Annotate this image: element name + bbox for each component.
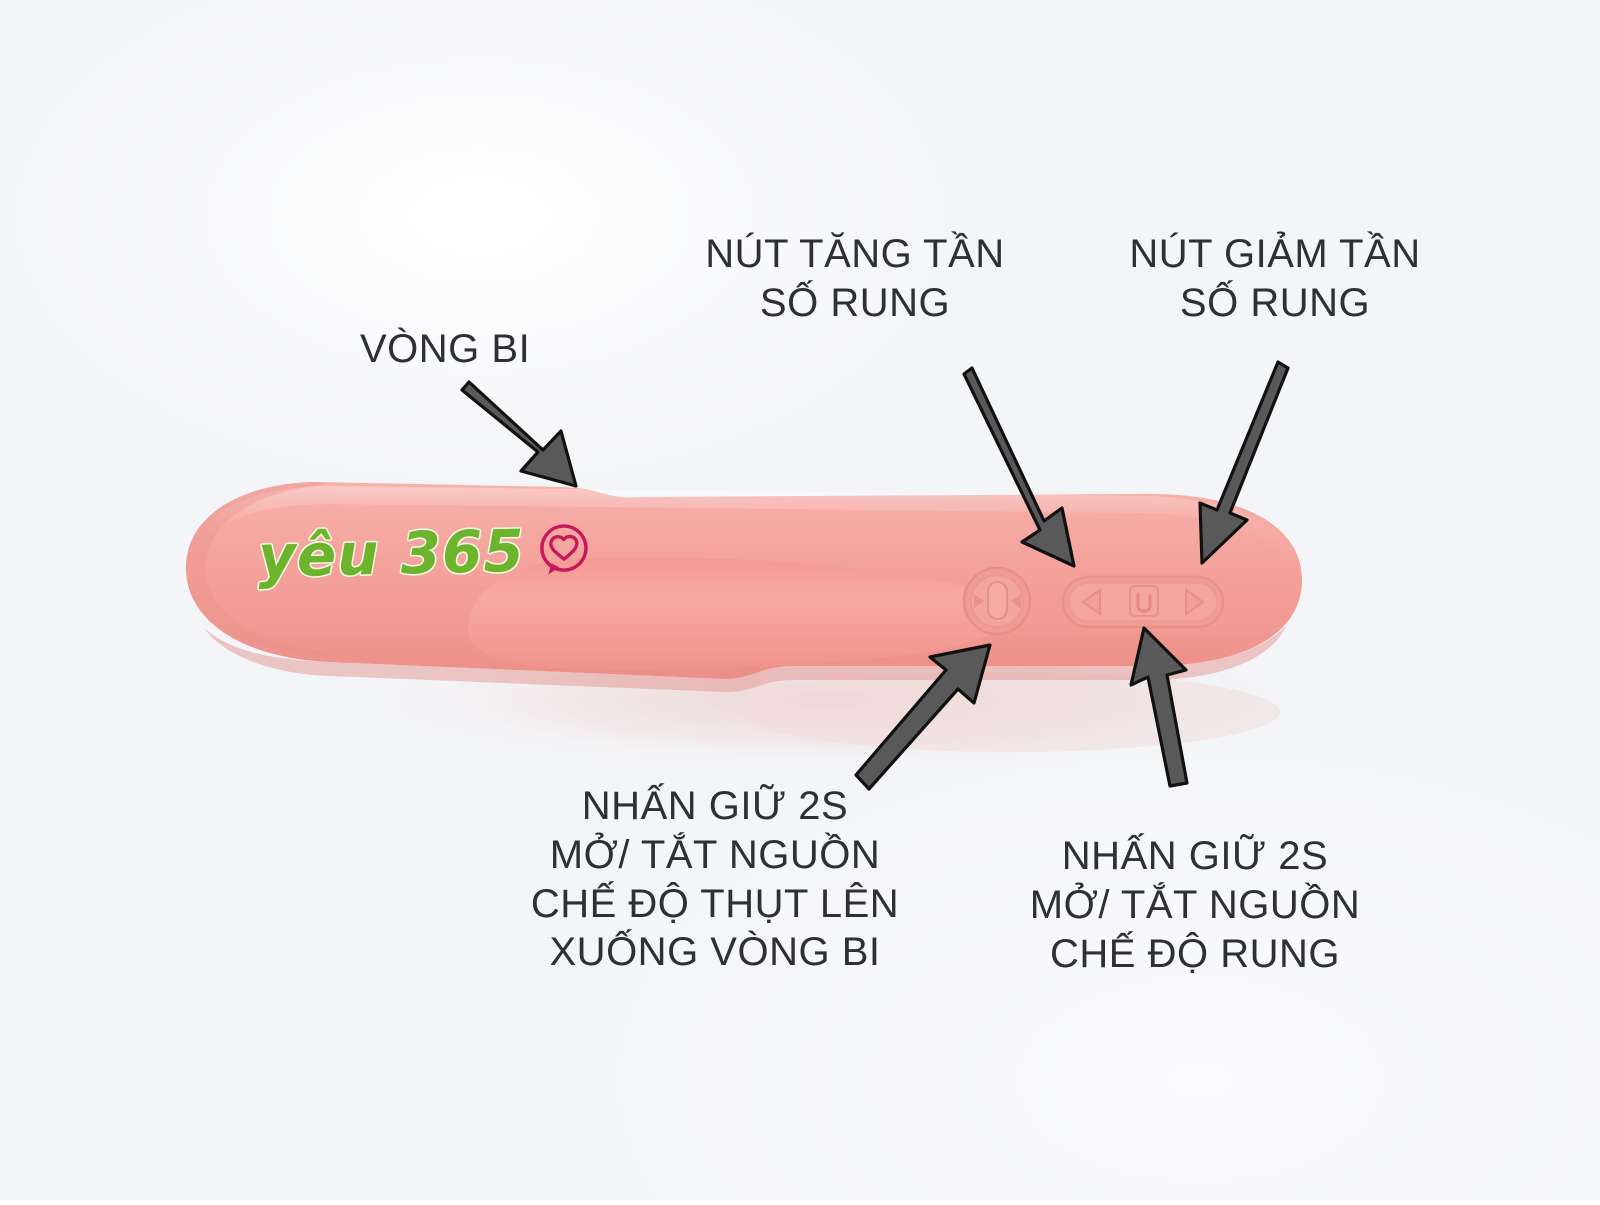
power-u-icon xyxy=(1136,592,1152,613)
device-left-tip-edge xyxy=(186,482,330,654)
ball-ring-bulge xyxy=(467,557,1010,670)
label-nut-tang-tan-so-rung: NÚT TĂNG TẦN SỐ RUNG xyxy=(705,232,1005,325)
frequency-increase-button[interactable] xyxy=(1185,588,1205,616)
thrust-power-button[interactable] xyxy=(962,566,1032,636)
heart-speech-bubble-icon xyxy=(539,524,588,575)
label-nut-giam-tan-so-rung: NÚT GIẢM TẦN SỐ RUNG xyxy=(1129,232,1421,325)
brand-logo: yêu 365 xyxy=(257,516,593,591)
label-thrust-power-instructions: NHẤN GIỮ 2S MỞ/ TẮT NGUỒN CHẾ ĐỘ THỤT LÊ… xyxy=(530,784,900,975)
triangle-right-icon xyxy=(1185,588,1205,616)
device-bottom-shading xyxy=(204,626,1286,692)
thrust-arrows-icon xyxy=(974,581,1021,620)
label-vong-bi: VÒNG BI xyxy=(360,327,531,371)
brand-logo-text: yêu 365 xyxy=(257,516,526,591)
device-cast-shadow-2 xyxy=(740,672,1280,752)
label-vibration-power-instructions: NHẤN GIỮ 2S MỞ/ TẮT NGUỒN CHẾ ĐỘ RUNG xyxy=(1029,834,1361,976)
frequency-decrease-button[interactable] xyxy=(1081,588,1101,616)
vibration-control-pill[interactable] xyxy=(1061,575,1225,629)
triangle-left-icon xyxy=(1081,588,1101,616)
vibration-power-button[interactable] xyxy=(1129,585,1159,617)
